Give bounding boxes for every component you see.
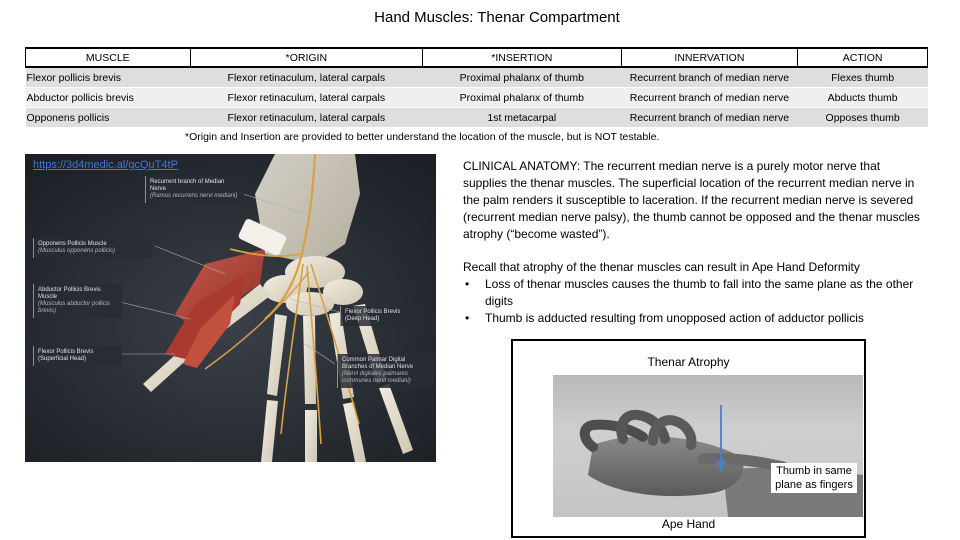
bullet-icon: • [465,277,470,291]
cell-origin: Flexor retinaculum, lateral carpals [190,67,423,88]
cell-innervation: Recurrent branch of median nerve [621,67,798,88]
cell-muscle: Abductor pollicis brevis [25,87,191,108]
figure-title: Thenar Atrophy [647,355,730,369]
bullet-text: Loss of thenar muscles causes the thumb … [485,277,914,308]
callout-title: Flexor Pollicis Brevis (Deep Head) [345,309,401,322]
thenar-atrophy-figure: Thenar Atrophy Thumb in same plane [511,339,866,538]
callout-opponens-pollicis: Opponens Pollicis Muscle (Musculus oppon… [33,238,152,258]
bullet-icon: • [465,311,470,325]
anatomy-source-link[interactable]: https://3d4medic.al/gcQuT4tP [33,159,178,171]
callout-recurrent-branch: Recurrent branch of Median Nerve (Ramus … [145,176,244,203]
cell-innervation: Recurrent branch of median nerve [621,87,798,108]
callout-title: Abductor Pollicis Brevis Muscle [38,287,101,300]
callout-subtitle: (Musculus opponens pollicis) [38,248,116,254]
cell-origin: Flexor retinaculum, lateral carpals [190,107,423,128]
header-muscle: MUSCLE [25,47,191,68]
recall-bullets: • Loss of thenar muscles causes the thumb… [463,276,923,327]
table-header-row: MUSCLE *ORIGIN *INSERTION INNERVATION AC… [25,47,928,68]
recall-intro: Recall that atrophy of the thenar muscle… [463,260,860,274]
callout-title: Recurrent branch of Median Nerve [150,179,225,192]
header-action: ACTION [797,47,928,68]
clinical-anatomy-text: CLINICAL ANATOMY: The recurrent median n… [463,158,923,243]
callout-abductor-pollicis-brevis: Abductor Pollicis Brevis Muscle (Musculu… [33,284,122,318]
table-row: Abductor pollicis brevis Flexor retinacu… [25,87,928,108]
list-item: • Loss of thenar muscles causes the thumb… [463,276,923,310]
header-innervation: INNERVATION [620,47,799,68]
callout-subtitle: (Nervi digitales palmares communes nervi… [342,371,411,384]
thumb-annotation: Thumb in same plane as fingers [771,463,857,493]
cell-muscle: Opponens pollicis [25,107,191,128]
cell-origin: Flexor retinaculum, lateral carpals [190,87,423,108]
cell-insertion: Proximal phalanx of thumb [422,87,622,108]
figure-caption: Ape Hand [661,517,716,531]
anatomy-illustration: https://3d4medic.al/gcQuT4tP Recurrent b… [25,154,436,462]
callout-title: Opponens Pollicis Muscle [38,241,107,247]
ape-hand-drawing [579,409,863,517]
recall-section: Recall that atrophy of the thenar muscle… [463,259,923,327]
callout-title: Common Palmar Digital Branches of Median… [342,357,414,370]
cell-action: Abducts thumb [797,87,928,108]
cell-insertion: 1st metacarpal [422,107,622,128]
cell-muscle: Flexor pollicis brevis [25,67,191,88]
callout-flexor-deep-head: Flexor Pollicis Brevis (Deep Head) [340,306,419,326]
header-insertion: *INSERTION [422,47,622,68]
ape-hand-photo [553,375,863,517]
callout-common-palmar-digital: Common Palmar Digital Branches of Median… [337,354,434,388]
cell-insertion: Proximal phalanx of thumb [422,67,622,88]
testability-footnote: *Origin and Insertion are provided to be… [185,131,660,143]
cell-innervation: Recurrent branch of median nerve [621,107,798,128]
arrow-down-icon [716,405,726,473]
cell-action: Opposes thumb [797,107,928,128]
clinical-paragraph: CLINICAL ANATOMY: The recurrent median n… [463,159,920,241]
cell-action: Flexes thumb [797,67,928,88]
callout-subtitle: (Ramus recurrens nervi mediani) [150,193,238,199]
table-row: Flexor pollicis brevis Flexor retinaculu… [25,67,928,88]
header-origin: *ORIGIN [189,47,424,68]
callout-title: Flexor Pollicis Brevis (Superficial Head… [38,349,94,362]
bullet-text: Thumb is adducted resulting from unoppos… [485,311,864,325]
callout-flexor-superficial-head: Flexor Pollicis Brevis (Superficial Head… [33,346,122,366]
callout-subtitle: (Musculus abductor pollicis brevis) [38,301,111,314]
page-title: Hand Muscles: Thenar Compartment [374,9,620,26]
table-row: Opponens pollicis Flexor retinaculum, la… [25,107,928,128]
thenar-muscle-table: MUSCLE *ORIGIN *INSERTION INNERVATION AC… [25,47,928,128]
list-item: • Thumb is adducted resulting from unoppo… [463,310,923,327]
